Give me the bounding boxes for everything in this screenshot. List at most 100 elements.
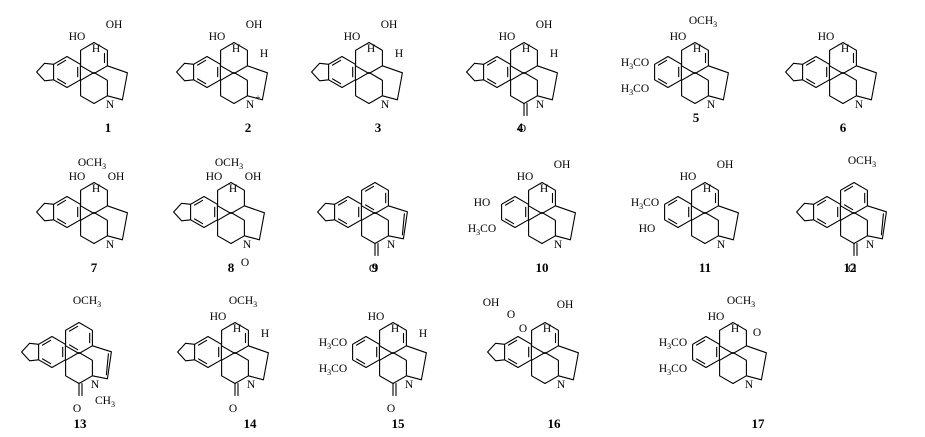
atom-label: OH	[246, 19, 263, 31]
atom-label: OH	[557, 299, 574, 311]
atom-label: +	[256, 93, 261, 102]
atom-label: OCH3	[848, 155, 876, 169]
molecule-7	[36, 181, 128, 245]
molecule-5	[654, 41, 729, 105]
atom-label: OH	[108, 171, 125, 183]
molecule-15	[352, 321, 427, 397]
atom-label: H	[261, 328, 269, 340]
molecule-17	[692, 321, 767, 385]
atom-label: N	[707, 99, 716, 111]
atom-label: N	[855, 99, 864, 111]
molecule-6	[785, 41, 877, 105]
atom-label: O	[507, 309, 515, 321]
atom-label: H	[395, 48, 403, 60]
atom-label: HO	[474, 197, 491, 209]
atom-label: O	[519, 323, 527, 335]
atom-label: OH	[106, 19, 123, 31]
atom-label: O	[518, 123, 526, 135]
molecule-16	[487, 321, 579, 385]
molecule-drawings	[21, 41, 887, 397]
molecule-11	[664, 181, 739, 245]
compound-number: 3	[375, 120, 382, 135]
atom-label: OH	[245, 171, 262, 183]
atom-label: OCH3	[215, 157, 243, 171]
atom-label: HO	[517, 171, 534, 183]
compound-number: 1	[105, 120, 112, 135]
atom-label: OH	[717, 159, 734, 171]
compound-number: 8	[228, 260, 235, 275]
atom-label: H3CO	[659, 337, 687, 351]
atom-label: H3CO	[319, 363, 347, 377]
atom-label: HO	[639, 223, 656, 235]
atom-label: HO	[69, 171, 86, 183]
atom-label: N	[745, 379, 754, 391]
atom-label: H	[229, 183, 237, 195]
atom-label: N	[91, 379, 100, 391]
atom-label: H	[419, 328, 427, 340]
atom-label: H	[550, 48, 558, 60]
compound-number: 2	[245, 120, 252, 135]
compound-number: 7	[91, 260, 98, 275]
atom-label: N	[554, 239, 563, 251]
atom-label: OH	[536, 19, 553, 31]
atom-label: OCH3	[689, 15, 717, 29]
atom-label: H3CO	[621, 57, 649, 71]
atom-label: HO	[344, 31, 361, 43]
atom-label: N	[247, 379, 256, 391]
compound-number: 11	[699, 260, 711, 275]
atom-label: HO	[670, 31, 687, 43]
molecule-1	[36, 41, 128, 105]
atom-label: O	[369, 263, 377, 275]
atom-label: H	[92, 183, 100, 195]
molecule-13	[21, 321, 112, 397]
atom-label: H	[543, 323, 551, 335]
atom-label: HO	[499, 31, 516, 43]
molecule-14	[177, 321, 269, 397]
atom-label: HO	[368, 311, 385, 323]
molecule-8	[173, 181, 265, 245]
molecule-12	[796, 181, 887, 257]
compound-number: 17	[752, 416, 766, 431]
atom-label: O	[387, 403, 395, 415]
atom-label: H	[232, 43, 240, 55]
atom-label: H	[540, 183, 548, 195]
atom-label: N	[866, 239, 875, 251]
atom-label: HO	[206, 171, 223, 183]
atom-label: OCH3	[73, 295, 101, 309]
atom-label: O	[848, 263, 856, 275]
atom-label: H	[92, 43, 100, 55]
atom-label: H3CO	[468, 223, 496, 237]
atom-label: HO	[209, 31, 226, 43]
atom-label: H	[522, 43, 530, 55]
atom-label: HO	[69, 31, 86, 43]
compound-number: 6	[840, 120, 847, 135]
compound-number: 10	[536, 260, 549, 275]
atom-label: OCH3	[78, 157, 106, 171]
atom-label: OCH3	[727, 295, 755, 309]
atom-label: H3CO	[621, 83, 649, 97]
atom-label: HO	[680, 171, 697, 183]
atom-label: O	[753, 327, 761, 339]
atom-label: O	[73, 403, 81, 415]
compound-number: 9	[372, 260, 379, 275]
compound-number: 15	[392, 416, 406, 431]
compound-number: 16	[548, 416, 562, 431]
atom-label: OH	[483, 297, 500, 309]
atom-label: H3CO	[659, 363, 687, 377]
compound-number: 4	[517, 120, 524, 135]
atom-label: OCH3	[229, 295, 257, 309]
atom-label: H	[703, 183, 711, 195]
atom-label: O	[229, 403, 237, 415]
atom-label: H	[391, 323, 399, 335]
atom-label: H	[367, 43, 375, 55]
atom-label: H	[260, 48, 268, 60]
atom-label: HO	[210, 311, 227, 323]
compound-number: 5	[693, 110, 700, 125]
atom-label: N	[381, 99, 390, 111]
atom-label: O	[241, 257, 249, 269]
atom-label: N	[106, 239, 115, 251]
molecule-9	[317, 181, 408, 257]
